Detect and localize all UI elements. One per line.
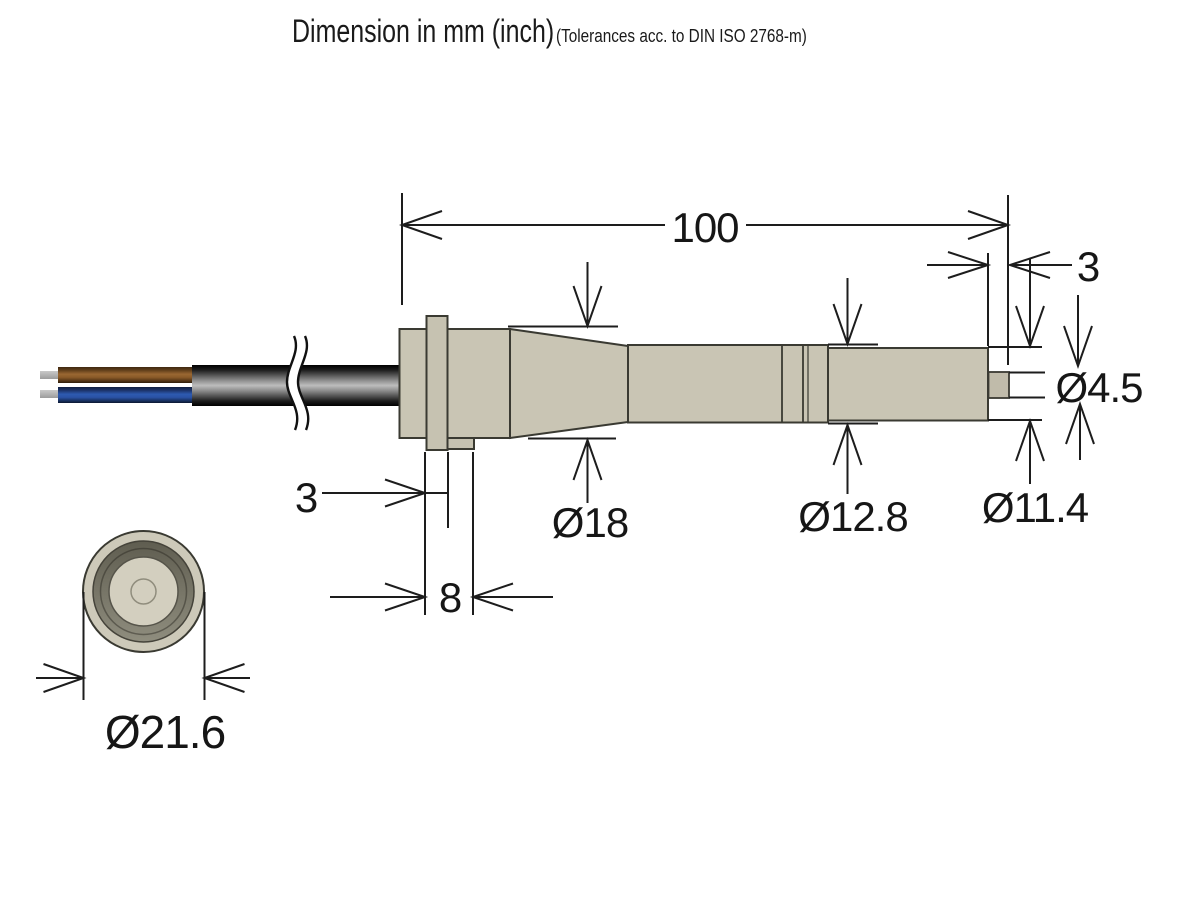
side-view [40, 315, 1010, 451]
front-inner-ring-line [99, 547, 188, 636]
dimension-100 [398, 193, 1012, 365]
wire-tip-blue [40, 390, 59, 398]
probe-cone [509, 327, 629, 440]
dimension-d11-4 [988, 258, 1045, 484]
dimension-flange-3-8 [322, 452, 553, 615]
label-tube-diameter: Ø12.8 [798, 493, 908, 540]
front-view [82, 530, 205, 653]
probe-tip [987, 371, 1010, 399]
title-main: Dimension in mm (inch) [292, 13, 555, 49]
label-tip-length: 3 [1076, 243, 1100, 290]
front-center-circle [130, 578, 157, 605]
probe-flange-tab [446, 437, 475, 450]
wire-blue [58, 387, 194, 403]
dimension-d21-6 [36, 592, 250, 700]
label-flange-thickness: 3 [294, 474, 318, 521]
cable-break-symbol [285, 335, 310, 431]
title-tolerance: (Tolerances acc. to DIN ISO 2768-m) [556, 26, 807, 46]
label-flange-section-length: 8 [438, 574, 462, 621]
label-front-view-diameter: Ø21.6 [104, 706, 226, 758]
dimension-d12-8 [828, 278, 878, 494]
probe-sleeve [827, 347, 989, 422]
probe-body [398, 328, 511, 439]
label-tip-diameter: Ø4.5 [1055, 364, 1143, 411]
probe-flange [425, 315, 449, 451]
dimension-d4-5 [1009, 295, 1095, 460]
label-body-diameter: Ø18 [551, 499, 629, 546]
wire-tip-brown [40, 371, 59, 379]
dimension-d18 [508, 262, 618, 503]
dimension-tip-3 [927, 251, 1072, 346]
label-overall-length: 100 [671, 204, 739, 251]
probe-tube [627, 344, 829, 424]
label-sleeve-diameter: Ø11.4 [981, 484, 1089, 531]
wire-brown [58, 367, 194, 383]
